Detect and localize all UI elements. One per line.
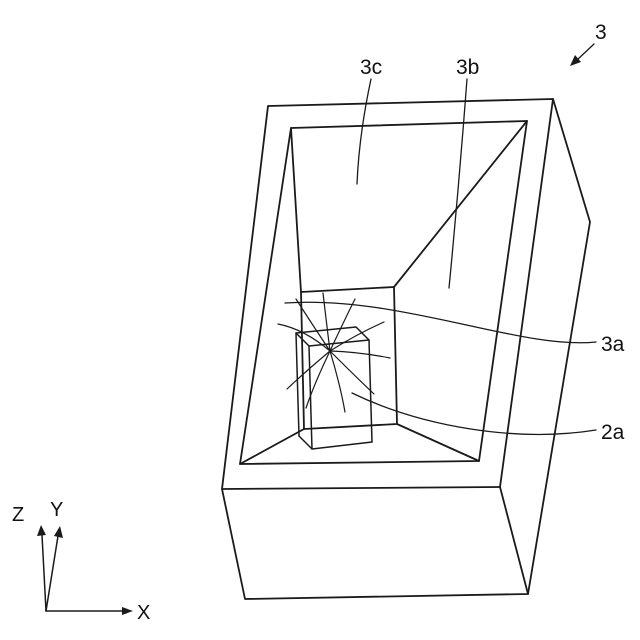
light-ray	[329, 350, 375, 395]
leader-line-3b	[448, 78, 468, 289]
label-axis-y: Y	[50, 499, 63, 521]
light-ray	[305, 350, 331, 409]
figure-labels: 3 3c 3b 3a 2a Z Y X	[12, 21, 625, 624]
label-axis-z: Z	[12, 504, 24, 526]
light-ray	[329, 298, 356, 352]
chip-front-left-edge	[308, 345, 313, 450]
label-ref-3b: 3b	[456, 56, 479, 79]
ref-3-arrowhead	[570, 55, 581, 66]
chip-left-edge	[295, 332, 300, 437]
chip-top-face	[295, 326, 370, 347]
light-ray	[329, 350, 346, 413]
chip-bottom-edges	[298, 435, 373, 450]
z-axis-line	[41, 534, 47, 612]
y-axis-line	[45, 535, 59, 612]
label-ref-3c: 3c	[360, 56, 382, 79]
light-ray	[329, 350, 391, 359]
y-axis-arrowhead	[54, 526, 63, 538]
light-rays	[277, 292, 391, 413]
cavity-rim-outline	[239, 120, 528, 465]
leader-lines	[284, 43, 597, 435]
housing-front-right-vertical-edge	[499, 486, 529, 595]
chip-block	[295, 326, 373, 450]
label-ref-2a: 2a	[601, 421, 625, 444]
label-ref-3: 3	[595, 21, 607, 44]
funnel-edge-front-right	[396, 423, 480, 462]
funnel-edge-front-left	[239, 428, 305, 465]
light-ray	[277, 323, 331, 352]
x-axis-arrowhead	[122, 607, 133, 615]
funnel-edge-back-left	[290, 127, 302, 293]
cavity-funnel-walls	[239, 120, 528, 465]
housing-top-right-edge	[499, 98, 554, 488]
light-ray	[329, 321, 385, 352]
light-ray	[286, 350, 331, 390]
housing-top-front-edge	[221, 486, 501, 490]
funnel-edge-back-right	[393, 120, 528, 288]
leader-line-2a	[351, 392, 597, 435]
housing-outer-silhouette	[221, 98, 591, 600]
housing-box	[221, 98, 591, 600]
label-axis-x: X	[137, 602, 150, 624]
leader-line-3a	[284, 301, 597, 344]
coordinate-axes	[37, 525, 133, 615]
cavity-bottom-opening	[300, 286, 398, 430]
label-ref-3a: 3a	[601, 333, 625, 356]
cavity-opening-rim	[239, 120, 528, 465]
leader-line-3c	[356, 78, 372, 185]
light-ray	[322, 292, 331, 352]
z-axis-arrowhead	[37, 525, 46, 536]
ref-3-arrow-line	[576, 43, 595, 61]
